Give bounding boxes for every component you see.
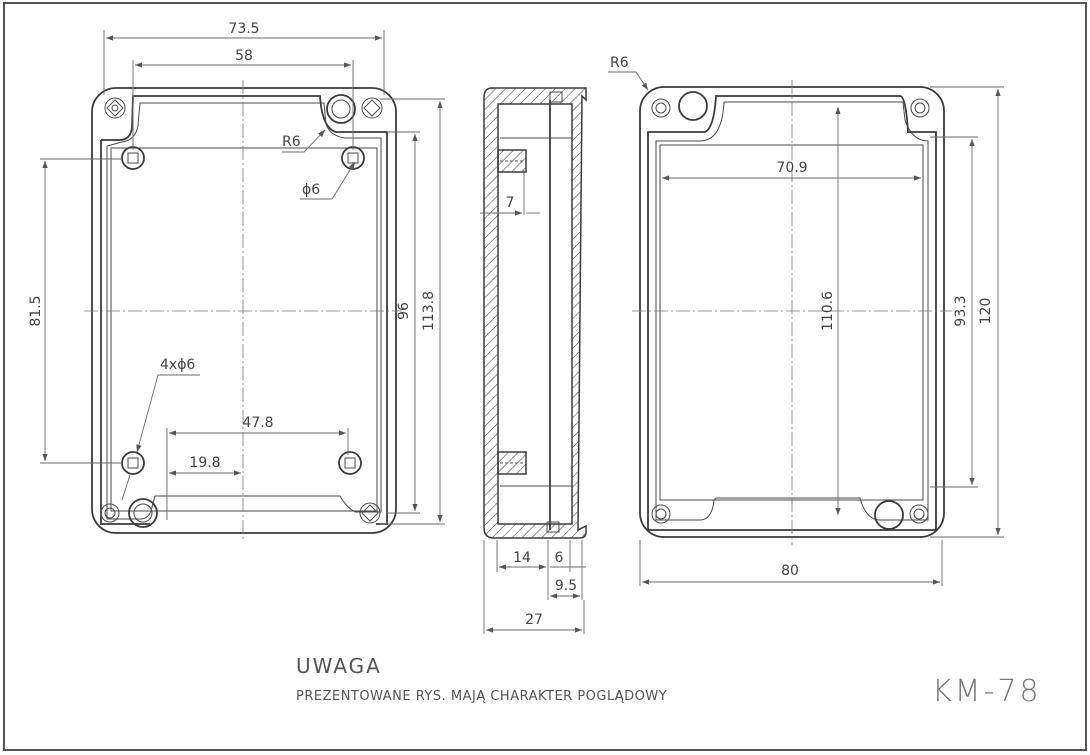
back-screw-top-right (910, 98, 930, 118)
note-title: UWAGA (296, 654, 382, 678)
back-rim-outline (647, 95, 937, 531)
dim-boss-depth: 7 (506, 195, 515, 211)
dim-back-overall-height: 120 (978, 298, 994, 325)
dim-boss-offset: 19.8 (189, 455, 220, 471)
dim-holes-callout: 4xϕ6 (160, 357, 195, 373)
front-screw-bottom-left (100, 503, 120, 523)
front-large-hole-top (326, 94, 356, 124)
front-screw-top-right (361, 97, 383, 119)
dim-hole-vertical-spacing: 81.5 (28, 295, 44, 326)
dim-boss-span: 47.8 (242, 415, 273, 431)
back-view: R6 70.9 110.6 93.3 120 80 (608, 55, 1004, 586)
dim-lid-depth: 6 (555, 550, 564, 566)
model-code: KM-78 (932, 674, 1042, 709)
dim-hole-diameter: ϕ6 (302, 182, 320, 198)
note-text: PREZENTOWANE RYS. MAJĄ CHARAKTER POGLĄDO… (296, 689, 667, 704)
front-boss-bottom-right (338, 451, 362, 475)
dim-back-inner-height: 110.6 (820, 291, 836, 331)
dim-back-overall-width: 80 (781, 563, 799, 579)
side-section-view: 7 14 6 9.5 27 (480, 87, 587, 634)
back-gasket-outline (655, 101, 929, 521)
dim-recess-height: 93.3 (953, 295, 969, 326)
dim-inner-width: 70.9 (776, 160, 807, 176)
dim-corner-radius: R6 (282, 134, 301, 150)
back-large-hole-top (678, 91, 708, 121)
side-screw-bottom (546, 521, 560, 533)
dim-hole-spacing-width: 58 (235, 48, 253, 64)
dim-overall-height: 113.8 (421, 291, 437, 331)
dim-inner-height: 96 (396, 302, 412, 320)
back-inner-cavity (659, 144, 924, 501)
back-screw-bottom-right (909, 504, 929, 524)
dim-overall-width: 73.5 (228, 21, 259, 37)
front-view: 73.5 58 R6 ϕ6 81.5 96 113.8 4xϕ6 (28, 21, 445, 540)
front-inner-cavity (110, 147, 378, 512)
dim-overall-depth: 27 (525, 612, 543, 628)
front-screw-top-left (104, 97, 126, 119)
dim-base-depth: 14 (513, 550, 531, 566)
front-large-hole-bottom (128, 498, 158, 528)
front-screw-bottom-right (359, 502, 381, 524)
dim-lid-total: 9.5 (555, 578, 577, 594)
back-large-hole-bottom (874, 500, 904, 530)
back-screw-top-left (651, 98, 671, 118)
front-gasket-outline (106, 102, 382, 520)
back-screw-bottom-left (651, 504, 671, 524)
back-dim-corner-radius: R6 (610, 55, 629, 71)
front-outer-outline (91, 87, 397, 534)
side-screw-top (549, 91, 563, 103)
